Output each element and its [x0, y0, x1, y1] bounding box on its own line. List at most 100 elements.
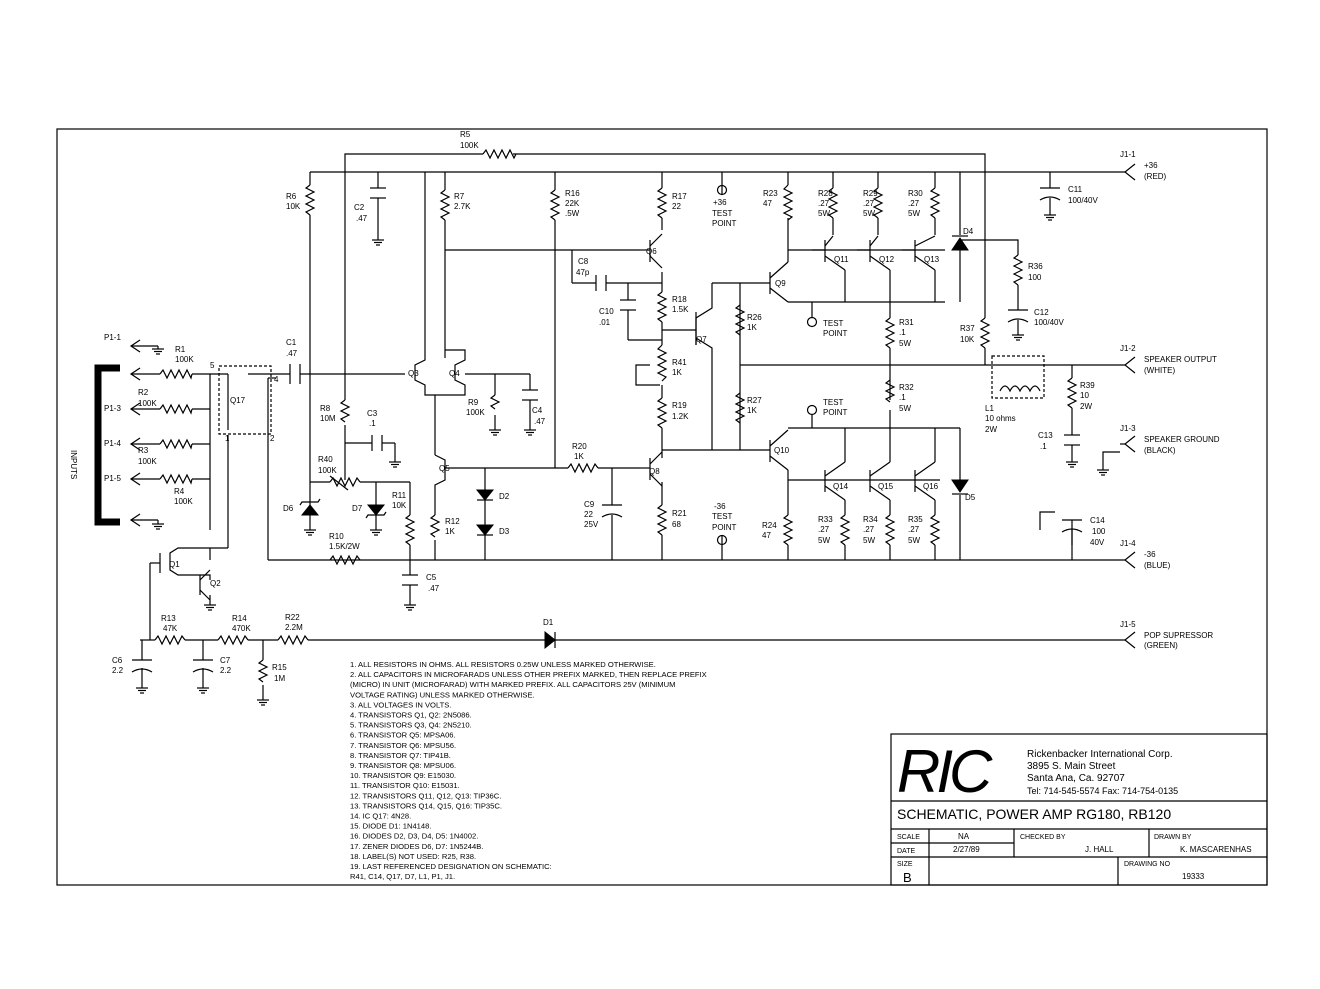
R37-value: 10K [960, 335, 975, 344]
resistor-R30 [929, 187, 941, 219]
L1-ref: L1 [985, 404, 994, 413]
drawing-no-value: 19333 [1182, 872, 1205, 881]
Q6-ref: Q6 [646, 247, 657, 256]
C2-value: .47 [356, 214, 368, 223]
R28-ref: R28 [818, 189, 833, 198]
R40-ref: R40 [318, 455, 333, 464]
R18-ref: R18 [672, 295, 687, 304]
resistor-R24 [782, 514, 794, 546]
TP1-value2: POINT [712, 219, 737, 228]
R20-ref: R20 [572, 442, 587, 451]
R31-value: .1 [899, 328, 906, 337]
R21-ref: R21 [672, 509, 687, 518]
resistor-R22 [277, 634, 309, 646]
labels: R5 100K R6 10K C2 .47 R7 2.7K R16 22K .5… [69, 130, 1220, 683]
capacitor-C6 [131, 659, 153, 673]
R34-value2: 5W [863, 536, 875, 545]
input-connector-P1 [94, 364, 120, 526]
transistor-Q16 [914, 428, 936, 501]
R19-ref: R19 [672, 401, 687, 410]
Q12-ref: Q12 [879, 255, 895, 264]
capacitor-C10 [620, 299, 636, 311]
wiring [131, 153, 1125, 700]
R26-value: 1K [747, 323, 757, 332]
R28-value2: 5W [818, 209, 830, 218]
R3-value: 100K [138, 457, 157, 466]
resistor-R13 [154, 634, 186, 646]
company-logo: RIC [897, 738, 993, 805]
R2-ref: R2 [138, 388, 149, 397]
transistor-Q13 [902, 235, 936, 271]
symbols [94, 148, 1136, 706]
R33-value2: 5W [818, 536, 830, 545]
J1-5-ref: J1-5 [1120, 620, 1136, 629]
C5-value: .47 [428, 584, 440, 593]
transistor-Q9 [769, 261, 789, 303]
resistor-R27 [734, 392, 746, 424]
Q17-ref: Q17 [230, 396, 246, 405]
note-line: 19. LAST REFERENCED DESIGNATION ON SCHEM… [350, 862, 552, 871]
TP2-value: POINT [823, 329, 848, 338]
TP2-ref: TEST [823, 319, 844, 328]
note-line: 17. ZENER DIODES D6, D7: 1N5244B. [350, 842, 483, 851]
note-line: 12. TRANSISTORS Q11, Q12, Q13: TIP36C. [350, 791, 501, 800]
test-point-plus36 [716, 184, 728, 196]
resistor-R4 [159, 473, 193, 485]
D5-ref: D5 [965, 493, 976, 502]
C4-value: .47 [534, 417, 546, 426]
TP1-ref: +36 [713, 198, 727, 207]
R10-ref: R10 [329, 532, 344, 541]
TP4-value2: POINT [712, 523, 737, 532]
drawing-title: SCHEMATIC, POWER AMP RG180, RB120 [897, 806, 1171, 822]
company-street: 3895 S. Main Street [1027, 761, 1116, 772]
C14-value: 100 [1092, 527, 1106, 536]
resistor-R9 [489, 394, 501, 410]
date-value: 2/27/89 [953, 845, 980, 854]
test-point-q9 [806, 316, 818, 328]
resistor-R12 [429, 514, 441, 538]
J1-5-color: (GREEN) [1144, 641, 1178, 650]
R33-value: .27 [818, 525, 830, 534]
R23-value: 47 [763, 199, 772, 208]
resistor-R11 [404, 514, 416, 546]
J1-4-ref: J1-4 [1120, 539, 1136, 548]
L1-value2: 2W [985, 425, 997, 434]
scale-label: SCALE [897, 834, 920, 841]
R15-ref: R15 [272, 663, 287, 672]
resistor-R18 [656, 291, 668, 323]
TP3-ref: TEST [823, 398, 844, 407]
inductor-L1 [999, 385, 1041, 393]
Q13-ref: Q13 [924, 255, 940, 264]
resistor-R7 [439, 189, 451, 221]
note-line: 15. DIODE D1: 1N4148. [350, 822, 431, 831]
capacitor-C2 [370, 187, 386, 199]
resistor-R14 [217, 634, 249, 646]
pin-2: 2 [270, 434, 275, 443]
C11-value: 100/40V [1068, 196, 1098, 205]
D4-ref: D4 [963, 227, 974, 236]
R6-ref: R6 [286, 192, 297, 201]
resistor-R1 [159, 368, 193, 380]
L1-value: 10 ohms [985, 414, 1016, 423]
capacitor-C3 [371, 435, 383, 451]
R4-value: 100K [174, 497, 193, 506]
R35-ref: R35 [908, 515, 923, 524]
Q14-ref: Q14 [833, 482, 849, 491]
Q11-ref: Q11 [834, 255, 849, 264]
resistor-R37 [979, 317, 991, 349]
R7-ref: R7 [454, 192, 465, 201]
R15-value: 1M [274, 674, 285, 683]
R39-value: 10 [1080, 391, 1089, 400]
R1-value: 100K [175, 355, 194, 364]
capacitor-C9 [601, 504, 623, 518]
checked-by-label: CHECKED BY [1020, 834, 1066, 841]
R23-ref: R23 [763, 189, 778, 198]
resistor-R31 [884, 317, 896, 349]
R24-ref: R24 [762, 521, 777, 530]
C10-ref: C10 [599, 307, 614, 316]
Q1-ref: Q1 [169, 560, 180, 569]
transistor-Q12 [857, 235, 891, 271]
drawn-by-value: K. MASCARENHAS [1180, 845, 1252, 854]
diode-D4 [951, 235, 969, 251]
